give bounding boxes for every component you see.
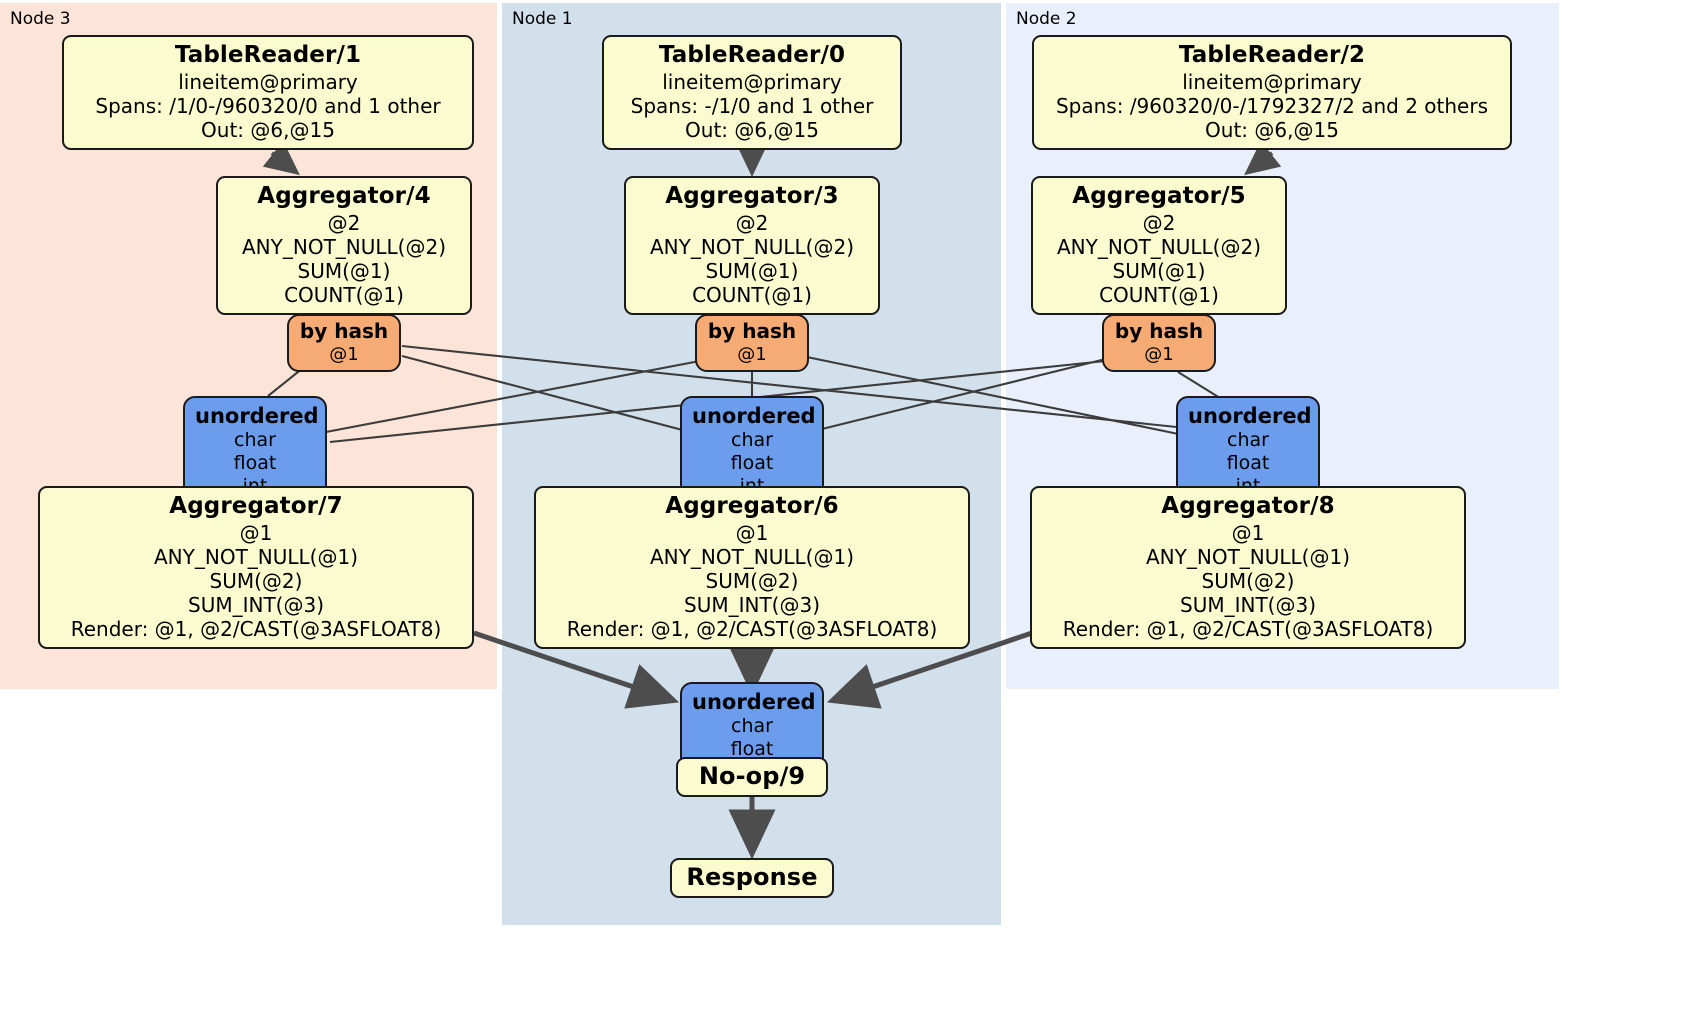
receiver-title: unordered xyxy=(1188,404,1312,428)
receiver-detail: float xyxy=(1226,451,1270,474)
processor-detail: ANY_NOT_NULL(@1) xyxy=(154,544,358,569)
processor-detail: SUM(@2) xyxy=(1201,568,1295,593)
processor-aggregator-5[interactable]: Aggregator/5 @2 ANY_NOT_NULL(@2) SUM(@1)… xyxy=(1031,176,1287,315)
processor-noop-9[interactable]: No-op/9 xyxy=(676,757,828,797)
receiver-title: unordered xyxy=(195,404,319,428)
processor-detail: SUM(@2) xyxy=(209,568,303,593)
processor-detail: ANY_NOT_NULL(@2) xyxy=(242,234,446,259)
processor-title: Aggregator/7 xyxy=(169,493,343,519)
node-panel-label: Node 3 xyxy=(10,9,71,29)
processor-table-reader-1[interactable]: TableReader/1 lineitem@primary Spans: /1… xyxy=(62,35,474,150)
processor-detail: Render: @1, @2/CAST(@3ASFLOAT8) xyxy=(566,616,938,641)
receiver-detail: char xyxy=(234,429,276,452)
processor-detail: SUM(@2) xyxy=(705,568,799,593)
processor-aggregator-7[interactable]: Aggregator/7 @1 ANY_NOT_NULL(@1) SUM(@2)… xyxy=(38,486,474,649)
processor-detail: Render: @1, @2/CAST(@3ASFLOAT8) xyxy=(70,616,442,641)
processor-title: No-op/9 xyxy=(698,762,806,790)
router-detail: @1 xyxy=(329,343,359,365)
processor-title: Response xyxy=(686,863,818,891)
processor-aggregator-4[interactable]: Aggregator/4 @2 ANY_NOT_NULL(@2) SUM(@1)… xyxy=(216,176,472,315)
processor-detail: @2 xyxy=(735,210,769,235)
processor-table-reader-2[interactable]: TableReader/2 lineitem@primary Spans: /9… xyxy=(1032,35,1512,150)
processor-detail: SUM_INT(@3) xyxy=(1180,592,1316,617)
processor-detail: ANY_NOT_NULL(@2) xyxy=(650,234,854,259)
receiver-unordered-final[interactable]: unordered char float xyxy=(680,682,824,770)
router-detail: @1 xyxy=(1144,343,1174,365)
processor-detail: Spans: /1/0-/960320/0 and 1 other xyxy=(95,93,441,118)
processor-title: Aggregator/5 xyxy=(1072,183,1246,209)
processor-detail: Out: @6,@15 xyxy=(685,117,819,142)
processor-detail: Spans: /960320/0-/1792327/2 and 2 others xyxy=(1055,93,1488,118)
processor-title: Aggregator/8 xyxy=(1161,493,1335,519)
node-panel-label: Node 2 xyxy=(1016,9,1077,29)
processor-detail: ANY_NOT_NULL(@1) xyxy=(1146,544,1350,569)
processor-response[interactable]: Response xyxy=(670,858,834,898)
processor-detail: ANY_NOT_NULL(@2) xyxy=(1057,234,1261,259)
processor-table-reader-0[interactable]: TableReader/0 lineitem@primary Spans: -/… xyxy=(602,35,902,150)
receiver-title: unordered xyxy=(692,404,816,428)
processor-detail: lineitem@primary xyxy=(178,69,358,94)
processor-detail: COUNT(@1) xyxy=(692,282,812,307)
processor-detail: SUM_INT(@3) xyxy=(684,592,820,617)
processor-detail: Render: @1, @2/CAST(@3ASFLOAT8) xyxy=(1062,616,1434,641)
processor-detail: lineitem@primary xyxy=(1182,69,1362,94)
processor-detail: SUM(@1) xyxy=(1112,258,1206,283)
processor-detail: Spans: -/1/0 and 1 other xyxy=(630,93,874,118)
router-by-hash-node1[interactable]: by hash @1 xyxy=(695,314,809,372)
processor-detail: SUM_INT(@3) xyxy=(188,592,324,617)
receiver-detail: float xyxy=(730,451,774,474)
processor-title: TableReader/2 xyxy=(1178,42,1366,68)
router-title: by hash xyxy=(299,319,389,343)
processor-detail: @1 xyxy=(1231,520,1265,545)
processor-title: Aggregator/3 xyxy=(665,183,839,209)
processor-detail: COUNT(@1) xyxy=(1099,282,1219,307)
processor-detail: @2 xyxy=(327,210,361,235)
processor-aggregator-8[interactable]: Aggregator/8 @1 ANY_NOT_NULL(@1) SUM(@2)… xyxy=(1030,486,1466,649)
router-by-hash-node3[interactable]: by hash @1 xyxy=(287,314,401,372)
processor-detail: Out: @6,@15 xyxy=(201,117,335,142)
router-title: by hash xyxy=(707,319,797,343)
processor-title: TableReader/1 xyxy=(174,42,362,68)
processor-detail: lineitem@primary xyxy=(662,69,842,94)
processor-detail: @1 xyxy=(239,520,273,545)
processor-detail: COUNT(@1) xyxy=(284,282,404,307)
receiver-detail: char xyxy=(731,715,773,738)
processor-aggregator-6[interactable]: Aggregator/6 @1 ANY_NOT_NULL(@1) SUM(@2)… xyxy=(534,486,970,649)
processor-detail: Out: @6,@15 xyxy=(1205,117,1339,142)
receiver-detail: char xyxy=(731,429,773,452)
receiver-title: unordered xyxy=(692,690,816,714)
node-panel-label: Node 1 xyxy=(512,9,573,29)
processor-detail: SUM(@1) xyxy=(297,258,391,283)
router-title: by hash xyxy=(1114,319,1204,343)
receiver-detail: char xyxy=(1227,429,1269,452)
processor-title: TableReader/0 xyxy=(658,42,846,68)
processor-title: Aggregator/6 xyxy=(665,493,839,519)
processor-detail: SUM(@1) xyxy=(705,258,799,283)
receiver-detail: float xyxy=(730,737,774,760)
router-by-hash-node2[interactable]: by hash @1 xyxy=(1102,314,1216,372)
router-detail: @1 xyxy=(737,343,767,365)
receiver-detail: float xyxy=(233,451,277,474)
processor-detail: @1 xyxy=(735,520,769,545)
processor-aggregator-3[interactable]: Aggregator/3 @2 ANY_NOT_NULL(@2) SUM(@1)… xyxy=(624,176,880,315)
processor-detail: @2 xyxy=(1142,210,1176,235)
processor-title: Aggregator/4 xyxy=(257,183,431,209)
processor-detail: ANY_NOT_NULL(@1) xyxy=(650,544,854,569)
